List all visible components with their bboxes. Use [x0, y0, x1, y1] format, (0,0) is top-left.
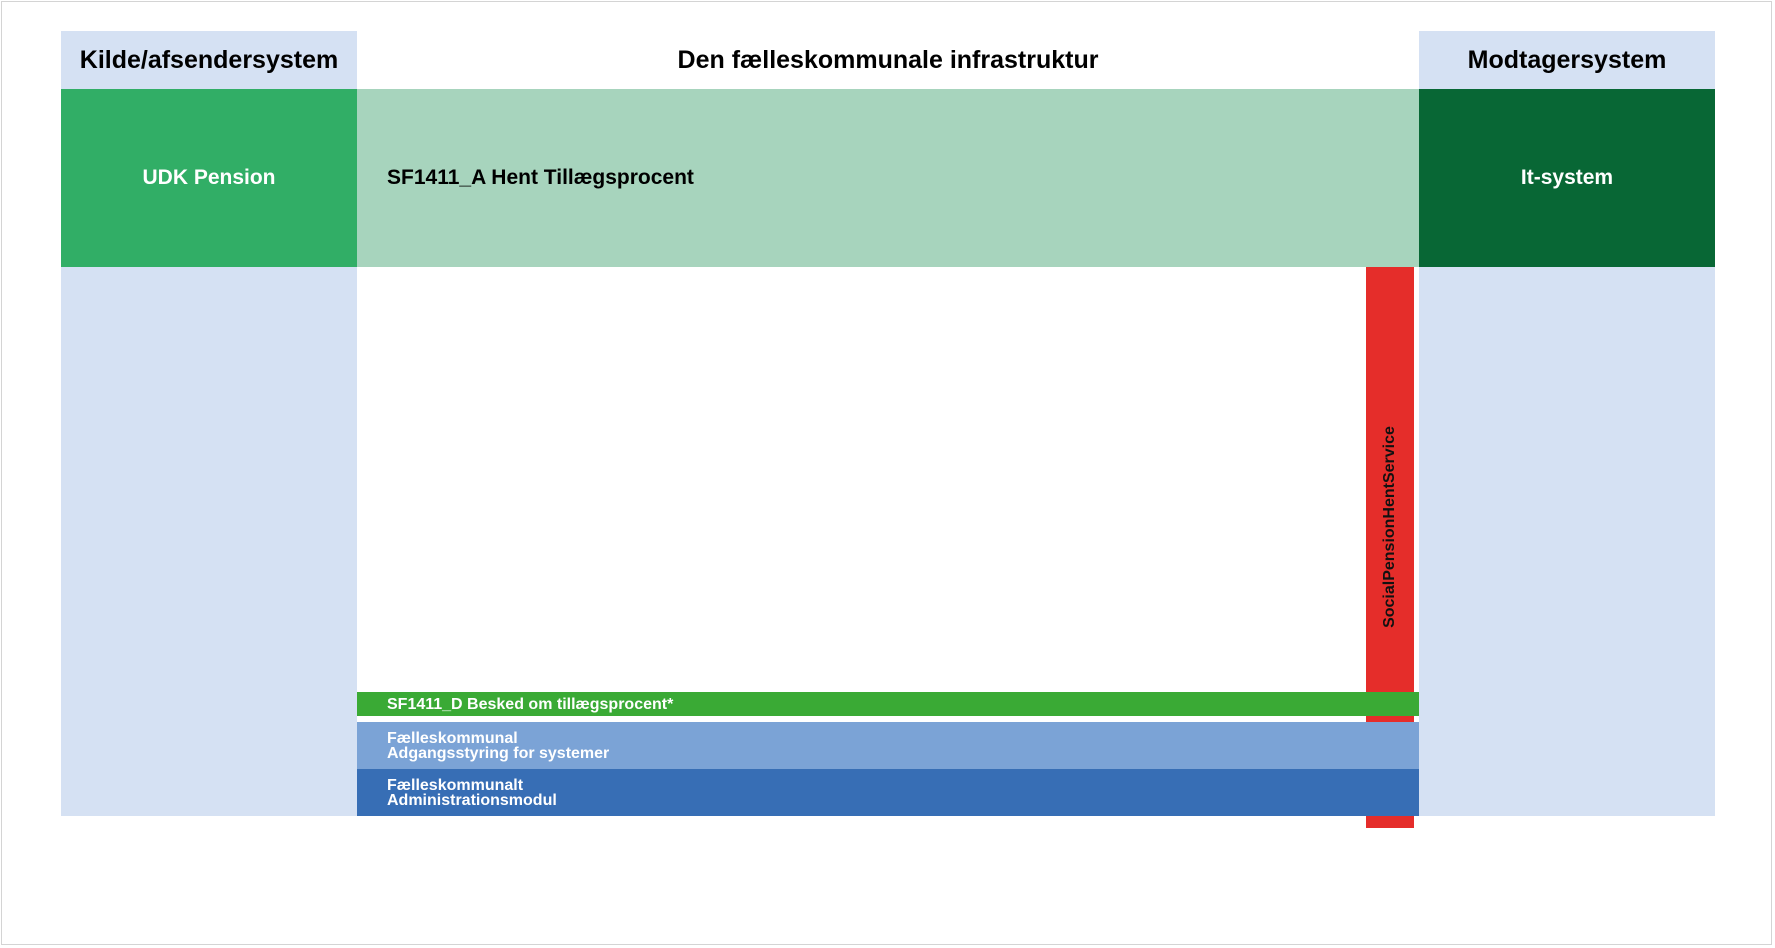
service-box: SF1411_A Hent Tillægsprocent [357, 89, 1419, 267]
source-column-header: Kilde/afsendersystem [79, 45, 339, 74]
adgangsstyring-bar: Fælleskommunal Adgangsstyring for system… [357, 722, 1419, 769]
besked-bar-label: SF1411_D Besked om tillægsprocent* [387, 695, 674, 713]
source-system-box: UDK Pension [61, 89, 357, 267]
administrationsmodul-line2: Administrationsmodul [387, 791, 557, 809]
receiver-system-box: It-system [1419, 89, 1715, 267]
adgangsstyring-line1: Fælleskommunal [387, 729, 518, 747]
receiver-column-header: Modtagersystem [1467, 45, 1667, 74]
vertical-service-label: SocialPensionHentService [1381, 426, 1398, 628]
infrastructure-header: Den fælleskommunale infrastruktur [677, 45, 1099, 74]
administrationsmodul-bar: Fælleskommunalt Administrationsmodul [357, 769, 1419, 816]
besked-bar: SF1411_D Besked om tillægsprocent* [357, 692, 1419, 716]
adgangsstyring-line2: Adgangsstyring for systemer [387, 744, 610, 762]
administrationsmodul-line1: Fælleskommunalt [387, 776, 524, 794]
